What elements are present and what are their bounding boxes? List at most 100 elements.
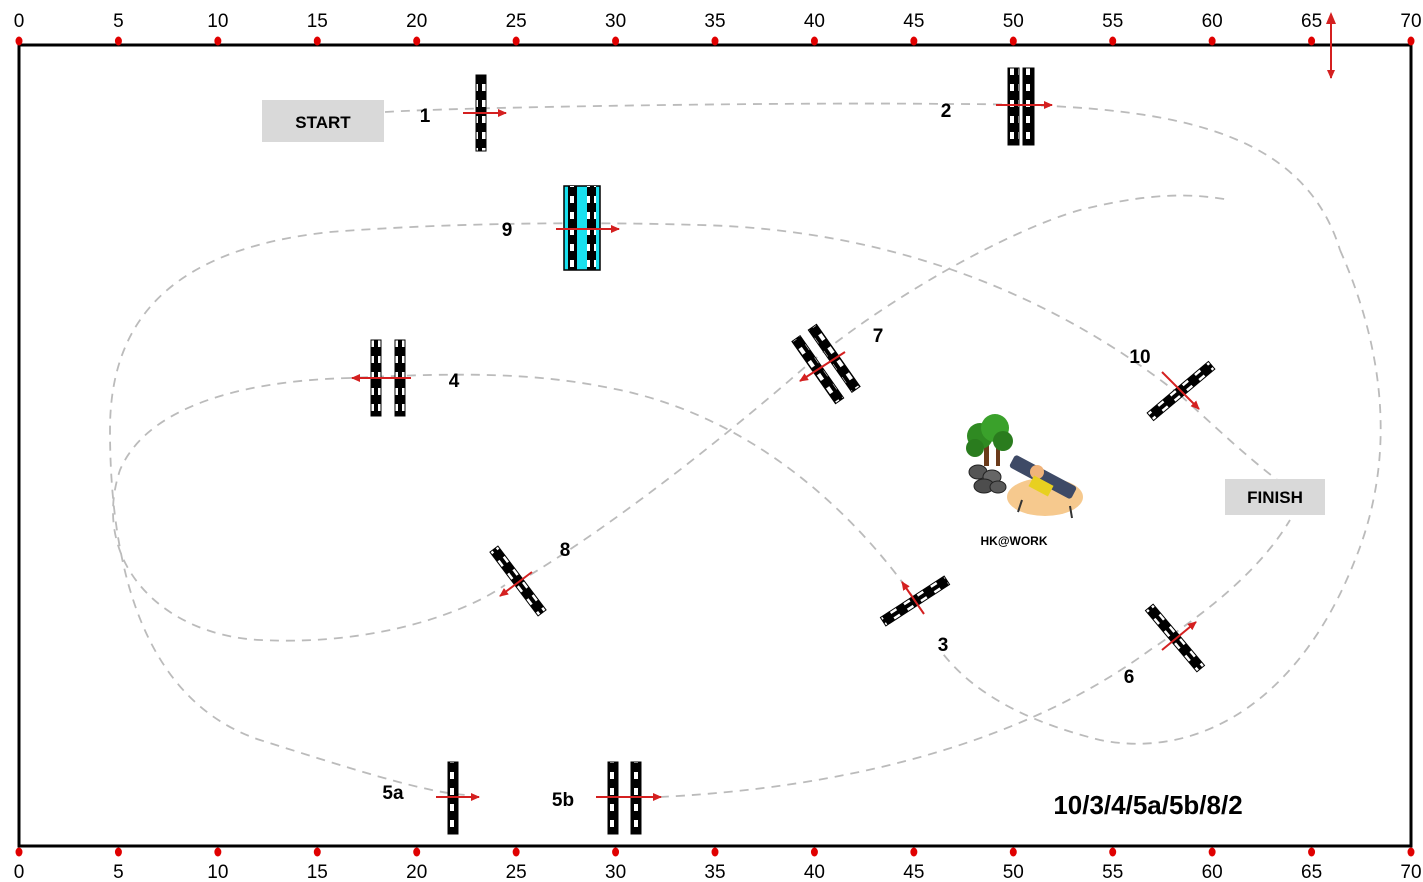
scale-bottom-marker — [214, 847, 222, 857]
scale-top-marker — [15, 36, 23, 46]
fence-6: 6 — [1124, 603, 1206, 688]
fence-number: 6 — [1124, 667, 1135, 688]
start-box: START — [262, 100, 384, 142]
fence-number: 5b — [552, 790, 574, 811]
scale-bottom-tick-label: 20 — [406, 862, 427, 882]
scale-bottom-tick-label: 30 — [605, 862, 626, 882]
scale-bottom-tick-label: 40 — [804, 862, 825, 882]
fence-5a: 5a — [382, 761, 480, 835]
scale-top-tick-label: 40 — [804, 11, 825, 32]
scale-bottom-tick-label: 55 — [1102, 862, 1123, 882]
scale-top-tick-label: 65 — [1301, 11, 1322, 32]
scale-bottom-tick-label: 35 — [704, 862, 725, 882]
fence-1: 1 — [420, 74, 507, 152]
scale-bottom-marker — [1109, 847, 1117, 857]
scale-top-tick-label: 50 — [1003, 11, 1024, 32]
track-turn-to-10 — [939, 249, 1382, 745]
scale-top-marker — [114, 36, 122, 46]
fence-5b: 5b — [552, 761, 662, 835]
fence-9: 9 — [502, 185, 620, 271]
scale-bottom-marker — [114, 847, 122, 857]
jump-direction-arrow — [499, 571, 533, 597]
scale-bottom-tick-label: 65 — [1301, 862, 1322, 882]
fence-2: 2 — [941, 67, 1053, 146]
scale-top-tick-label: 70 — [1400, 11, 1421, 32]
scale-bottom-marker — [512, 847, 520, 857]
jump-direction-arrow — [901, 581, 925, 615]
fence-8: 8 — [489, 540, 570, 617]
track-3-4 — [349, 373, 916, 601]
rocks-icon — [968, 464, 1007, 494]
scale-top-tick-label: 60 — [1202, 11, 1223, 32]
scale-bottom-marker — [413, 847, 421, 857]
scale-bottom-marker — [313, 847, 321, 857]
scale-bottom-marker — [1407, 847, 1415, 857]
scale-top-marker — [810, 36, 818, 46]
scale-bottom-tick-label: 15 — [307, 862, 328, 882]
scale-top-marker — [1208, 36, 1216, 46]
fence-number: 2 — [941, 101, 952, 122]
scale-top-marker — [214, 36, 222, 46]
scale-top-marker — [711, 36, 719, 46]
track-10-3 — [109, 222, 1181, 796]
scale-top-marker — [1009, 36, 1017, 46]
scale-top-marker — [413, 36, 421, 46]
scale-top-marker — [1407, 36, 1415, 46]
scale-top-tick-label: 35 — [704, 11, 725, 32]
track-8-7 — [529, 194, 1231, 576]
scale-top-marker — [313, 36, 321, 46]
scale-bottom-tick-label: 10 — [207, 862, 228, 882]
finish-box: FINISH — [1225, 479, 1325, 515]
riding-track — [109, 102, 1382, 798]
scale-top-marker — [612, 36, 620, 46]
credit-label: HK@WORK — [980, 534, 1047, 548]
scale-top-tick-label: 20 — [406, 11, 427, 32]
start-label: START — [295, 113, 351, 132]
scale-top-marker — [910, 36, 918, 46]
course-code: 10/3/4/5a/5b/8/2 — [1053, 790, 1242, 820]
fence-4: 4 — [351, 339, 460, 417]
scale-bottom-tick-label: 5 — [113, 862, 124, 882]
jump-direction-arrow — [1161, 371, 1200, 410]
fence-10: 10 — [1129, 347, 1216, 422]
scale-bottom-tick-label: 45 — [903, 862, 924, 882]
scale-bottom-tick-label: 25 — [506, 862, 527, 882]
scale-top-tick-label: 25 — [506, 11, 527, 32]
track-5b-6 — [659, 519, 1291, 798]
scale-bottom-marker — [711, 847, 719, 857]
track-4-around — [112, 377, 506, 642]
scale-bottom-marker — [1208, 847, 1216, 857]
scale-bottom-marker — [810, 847, 818, 857]
scale-bottom-marker — [612, 847, 620, 857]
fence-7: 7 — [791, 323, 884, 405]
scale-bottom-tick-label: 50 — [1003, 862, 1024, 882]
scale-top-tick-label: 45 — [903, 11, 924, 32]
scale-top-tick-label: 55 — [1102, 11, 1123, 32]
scale-top-marker — [1308, 36, 1316, 46]
fence-number: 9 — [502, 220, 513, 241]
fence-number: 4 — [449, 371, 460, 392]
jump-direction-arrow — [799, 351, 846, 382]
scale-top-marker — [1109, 36, 1117, 46]
scale-top-tick-label: 5 — [113, 11, 124, 32]
scale-top-marker — [512, 36, 520, 46]
hk-at-work-illustration: HK@WORK — [966, 414, 1083, 548]
fence-number: 1 — [420, 106, 431, 127]
track-start-1-2 — [384, 102, 1341, 251]
fence-number: 7 — [873, 326, 884, 347]
scale-bottom-marker — [1308, 847, 1316, 857]
scale-bottom-marker — [910, 847, 918, 857]
tree-icon — [966, 414, 1013, 466]
in-gate-arrow — [1326, 12, 1336, 79]
fence-number: 5a — [382, 783, 404, 804]
scale-bottom-tick-label: 60 — [1202, 862, 1223, 882]
fence-3: 3 — [879, 575, 951, 656]
fence-number: 10 — [1129, 347, 1150, 368]
fence-number: 3 — [938, 635, 949, 656]
finish-label: FINISH — [1247, 488, 1303, 507]
arena-border — [17, 43, 1413, 848]
scale-bottom-marker — [1009, 847, 1017, 857]
